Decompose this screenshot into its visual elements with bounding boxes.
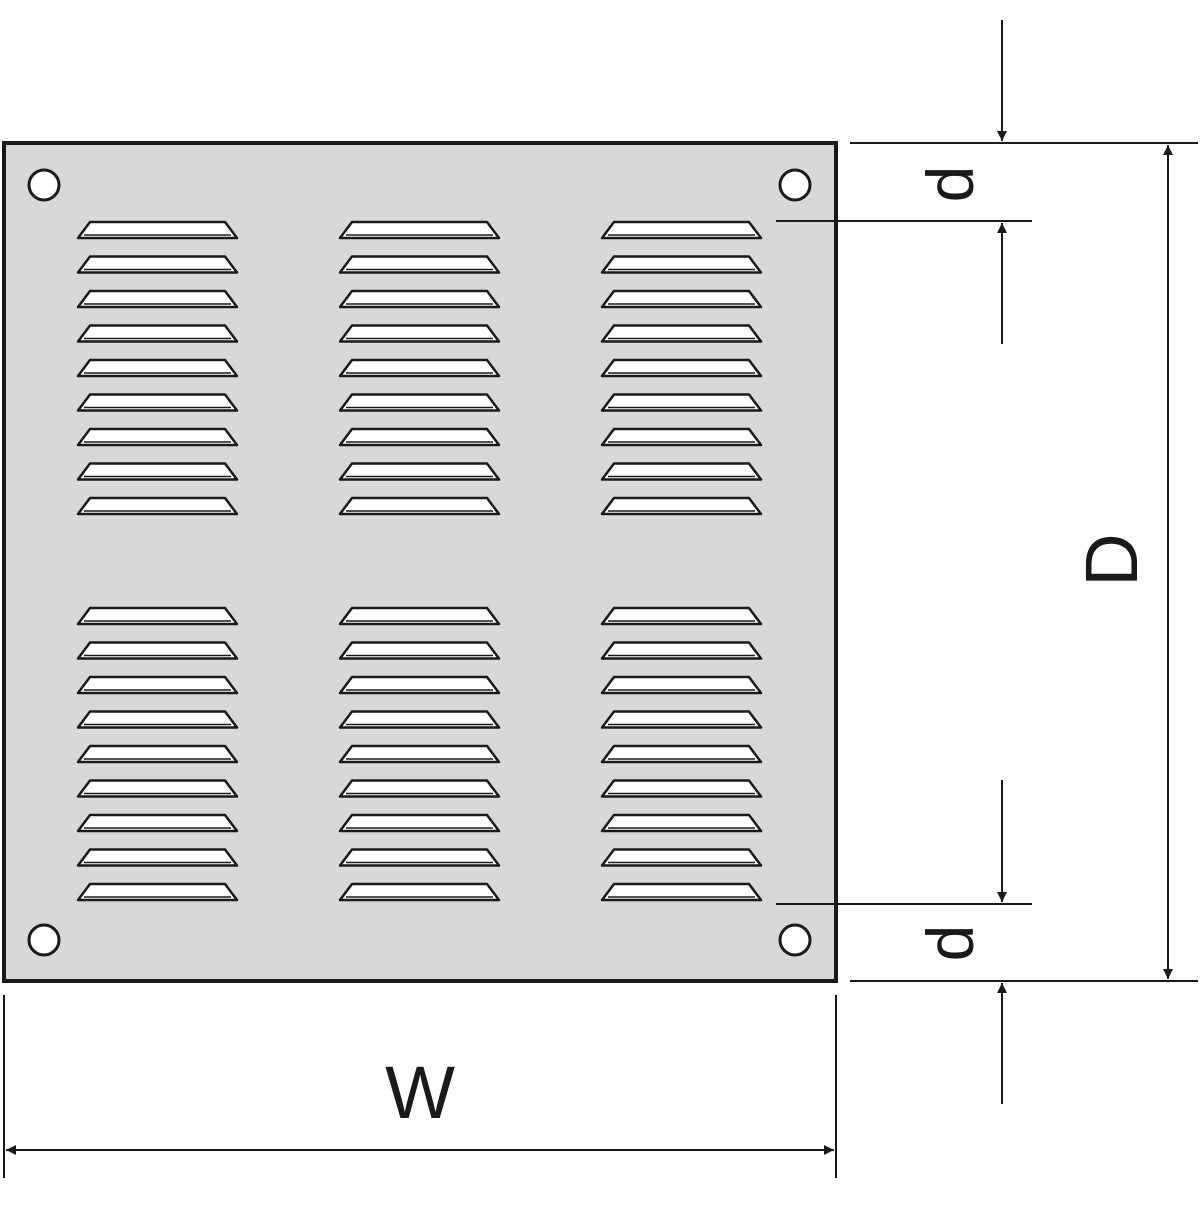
mounting-hole: [27, 923, 61, 957]
louver-slot: [600, 358, 763, 378]
louver-slot: [76, 255, 239, 274]
louver-slot: [600, 496, 763, 516]
louver-slot: [338, 462, 501, 481]
mounting-hole: [778, 923, 812, 957]
plate-body: [2, 141, 838, 983]
louver-slot: [600, 813, 763, 833]
louver-slot: [600, 324, 763, 343]
louver-slot: [76, 848, 239, 867]
louver-slot: [600, 779, 763, 798]
depth-extension-lines: [776, 142, 1198, 982]
louver-group: [76, 606, 239, 902]
louver-slot: [600, 462, 763, 481]
louver-slot: [76, 462, 239, 481]
louver-slot: [600, 393, 763, 412]
louver-slot: [76, 744, 239, 764]
mounting-hole: [778, 168, 812, 202]
louver-slot: [338, 848, 501, 867]
louver-slot: [600, 427, 763, 447]
louver-slot: [338, 324, 501, 343]
louver-group: [76, 220, 239, 516]
louver-slot: [338, 220, 501, 240]
louver-group: [600, 220, 763, 516]
louver-slot: [76, 427, 239, 447]
louver-slot: [338, 675, 501, 695]
louver-slot: [76, 220, 239, 240]
louver-slot: [76, 606, 239, 626]
louver-slot: [338, 813, 501, 833]
louver-slot: [76, 641, 239, 660]
louver-slot: [600, 882, 763, 902]
louver-slot: [338, 710, 501, 729]
louver-groups: [76, 220, 763, 902]
louver-slot: [338, 393, 501, 412]
width-label: W: [385, 1051, 455, 1134]
louver-slot: [600, 848, 763, 867]
louver-slot: [600, 675, 763, 695]
louver-group: [338, 606, 501, 902]
louver-slot: [338, 882, 501, 902]
mounting-holes: [27, 168, 812, 957]
louver-slot: [76, 324, 239, 343]
louver-group: [338, 220, 501, 516]
louver-slot: [76, 496, 239, 516]
louver-slot: [338, 744, 501, 764]
louver-slot: [600, 744, 763, 764]
louver-slot: [600, 606, 763, 626]
louver-slot: [338, 641, 501, 660]
louver-slot: [338, 289, 501, 309]
louver-group: [600, 606, 763, 902]
louver-slot: [338, 496, 501, 516]
louver-slot: [338, 255, 501, 274]
vent-plate: [2, 141, 838, 983]
louver-slot: [76, 675, 239, 695]
louver-slot: [600, 289, 763, 309]
louver-slot: [600, 220, 763, 240]
top-offset-label: d: [913, 166, 987, 203]
width-dimension: [3, 995, 837, 1178]
louver-slot: [338, 358, 501, 378]
louver-slot: [338, 427, 501, 447]
mounting-hole: [27, 168, 61, 202]
louver-slot: [76, 813, 239, 833]
louver-slot: [76, 779, 239, 798]
bottom-offset-label: d: [913, 925, 987, 962]
louver-slot: [600, 710, 763, 729]
depth-label: D: [1070, 533, 1153, 586]
louver-slot: [600, 255, 763, 274]
louver-slot: [338, 779, 501, 798]
louver-slot: [76, 289, 239, 309]
louver-slot: [600, 641, 763, 660]
louver-slot: [338, 606, 501, 626]
louver-slot: [76, 393, 239, 412]
louver-slot: [76, 710, 239, 729]
louver-slot: [76, 358, 239, 378]
louver-slot: [76, 882, 239, 902]
